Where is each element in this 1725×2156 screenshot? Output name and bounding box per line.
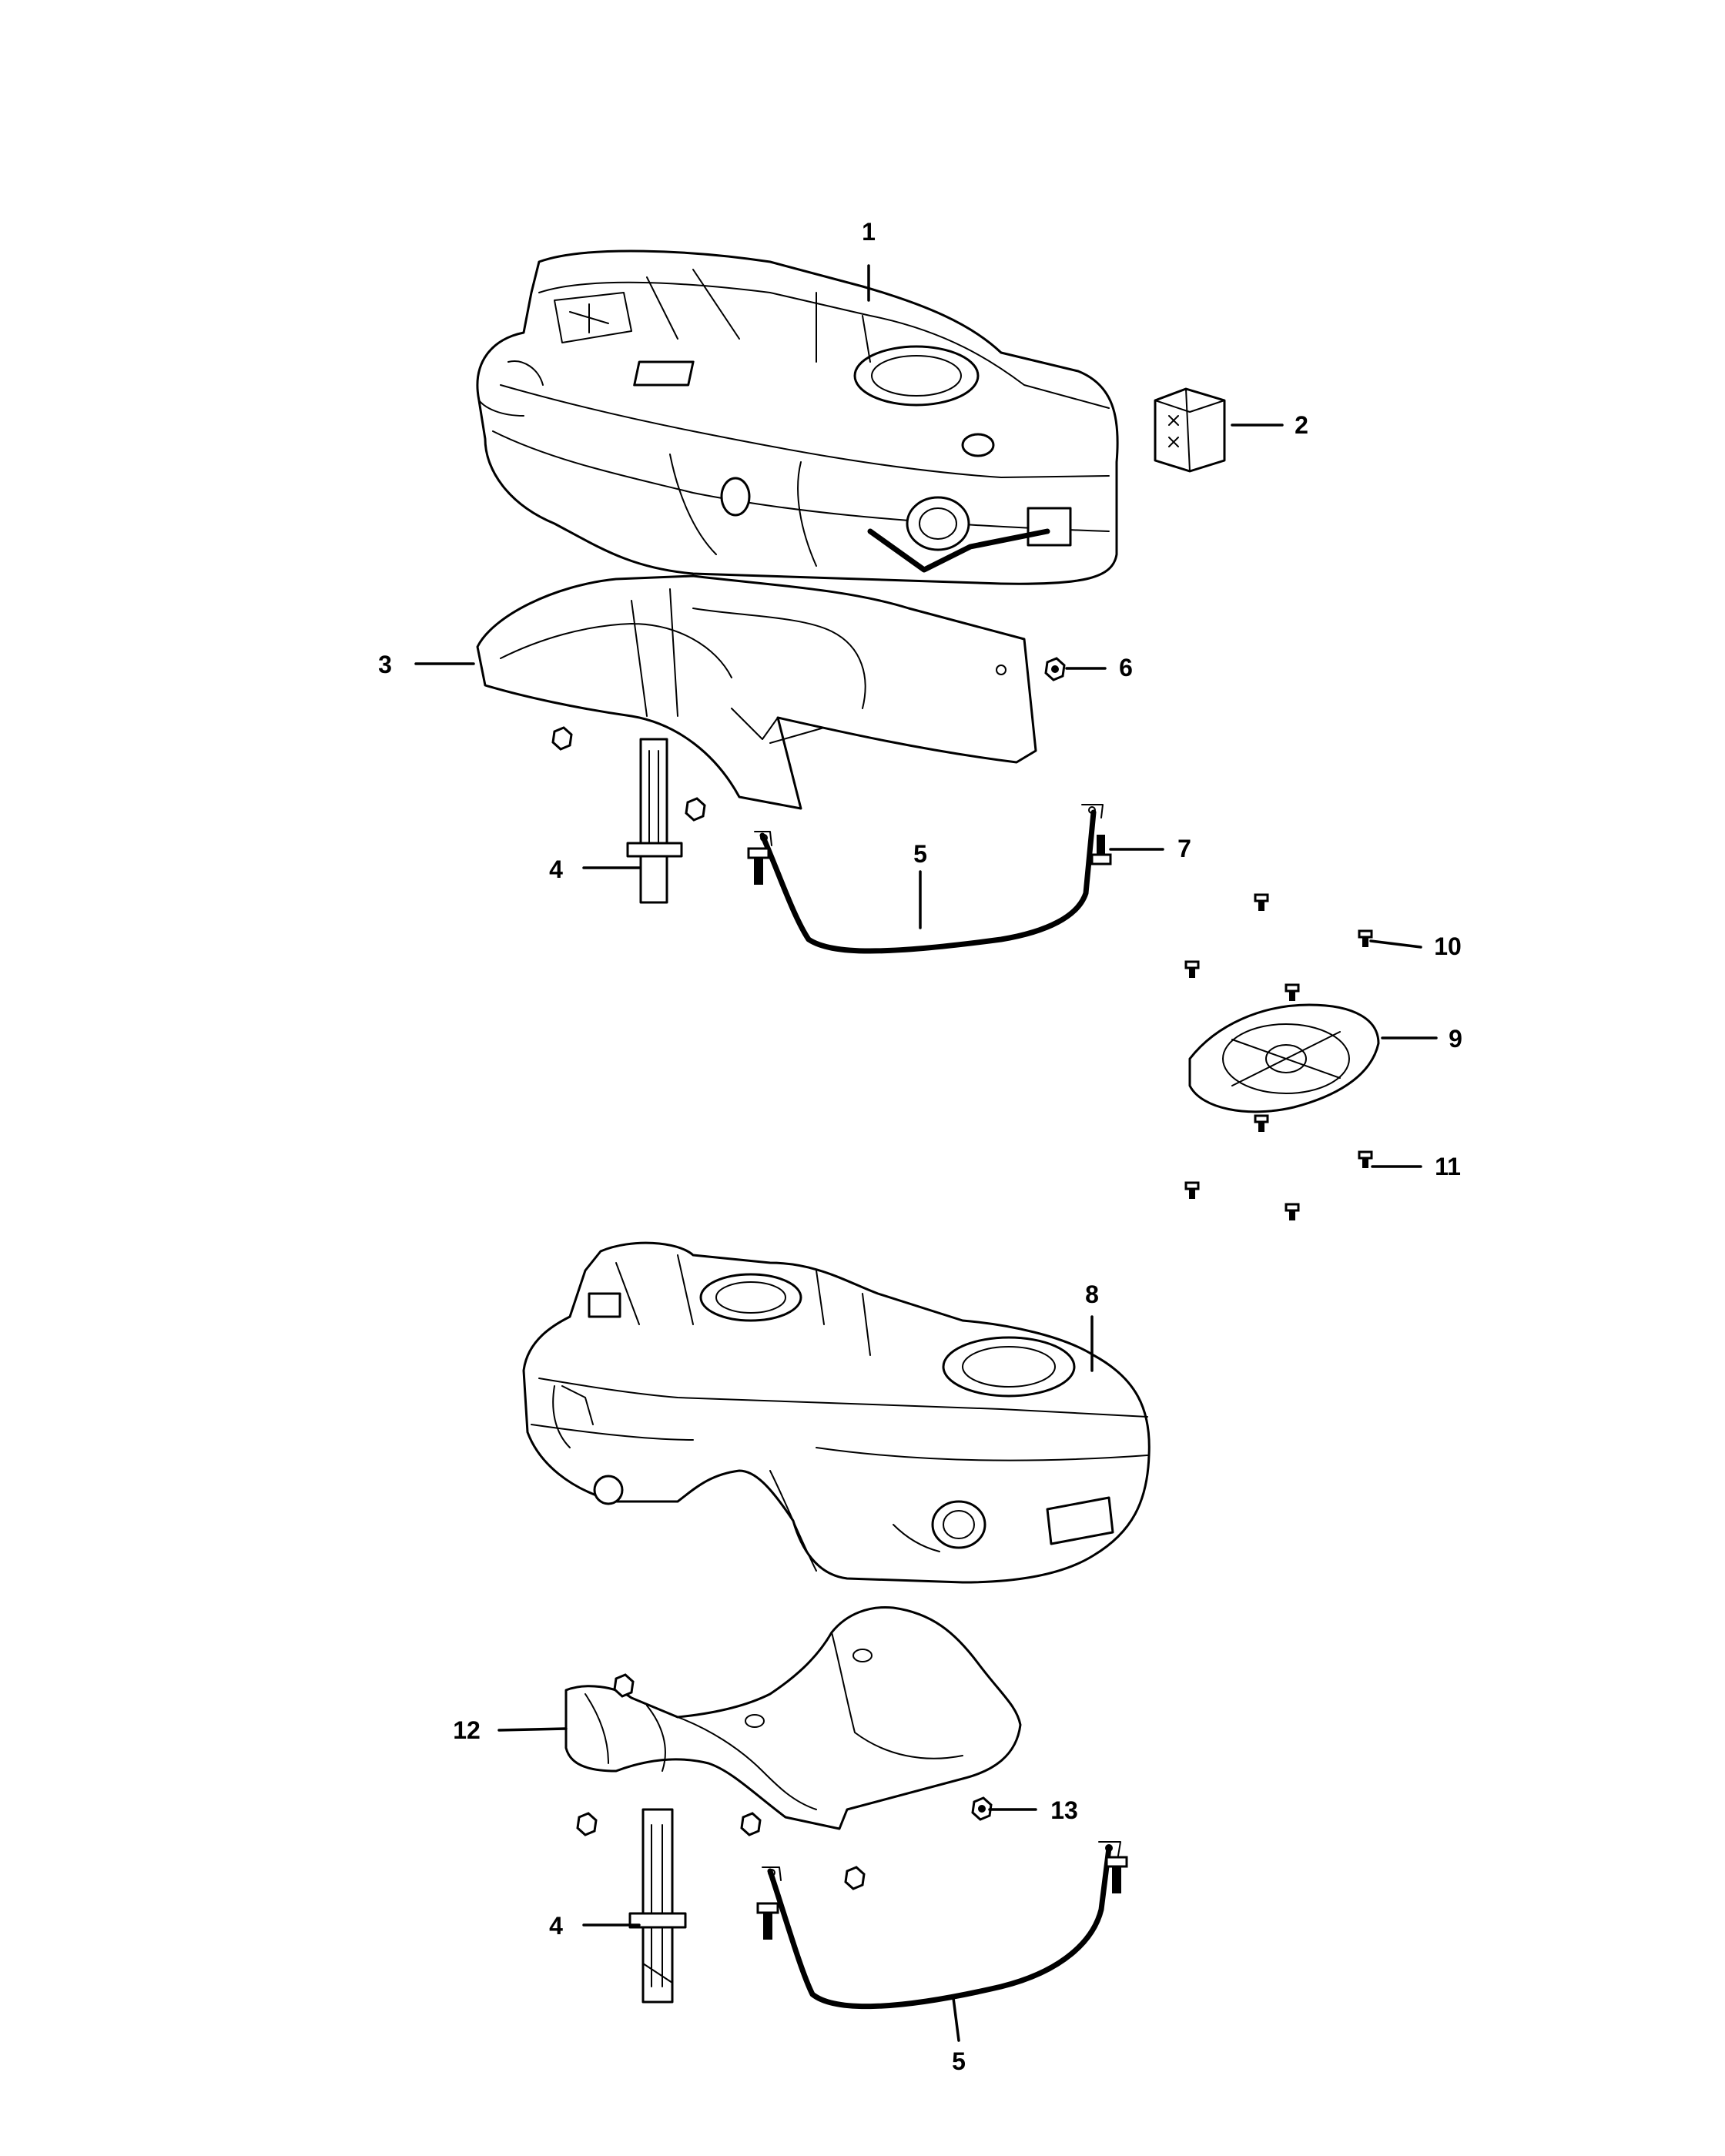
support-upper	[626, 738, 683, 904]
bolt-lower-strap-a	[756, 1902, 779, 1940]
callout-2: 2	[1295, 411, 1308, 439]
callout-7: 7	[1177, 835, 1191, 862]
callout-5-lower: 5	[952, 2047, 966, 2075]
bolt-part-7-a	[747, 847, 770, 885]
screw-part-10-c	[1285, 983, 1300, 1001]
nut-part-13	[971, 1796, 993, 1821]
screw-part-11-a	[1254, 1114, 1269, 1132]
screw-part-10-a	[1254, 893, 1269, 911]
callout-5-upper: 5	[913, 840, 927, 868]
bracket-part-2	[1154, 387, 1226, 473]
fastener-shield-12-d	[844, 1866, 866, 1890]
callout-11: 11	[1435, 1153, 1461, 1180]
callout-4-upper: 4	[549, 855, 563, 883]
callout-10: 10	[1434, 932, 1462, 960]
screw-part-11-d	[1285, 1203, 1300, 1220]
callout-9: 9	[1449, 1025, 1462, 1053]
pump-plate-part-9	[1188, 1003, 1380, 1113]
fuel-tank-upper	[476, 249, 1119, 585]
nut-part-6	[1044, 657, 1066, 681]
screw-part-10-d	[1358, 929, 1373, 947]
callout-1: 1	[862, 218, 876, 246]
strap-upper	[754, 804, 1104, 954]
callout-8: 8	[1085, 1281, 1099, 1308]
fuel-tank-lower	[522, 1241, 1151, 1584]
fastener-shield-12-b	[576, 1812, 598, 1836]
heat-shield-lower	[564, 1605, 1022, 1830]
leader-12	[497, 1727, 568, 1732]
callout-13: 13	[1050, 1796, 1078, 1824]
screw-part-10-b	[1184, 960, 1200, 978]
strap-lower	[762, 1841, 1121, 2010]
fastener-shield-12-a	[613, 1673, 635, 1698]
leader-5b	[952, 1997, 960, 2042]
heat-shield-upper	[476, 574, 1037, 810]
fastener-shield-12-c	[740, 1812, 762, 1836]
callout-12: 12	[453, 1716, 481, 1744]
screw-part-11-b	[1358, 1150, 1373, 1168]
bolt-part-7-b	[1090, 835, 1112, 865]
leader-10	[1369, 939, 1422, 949]
callout-6: 6	[1119, 654, 1133, 681]
bolt-lower-strap-b	[1105, 1856, 1128, 1893]
fastener-shield-3-a	[551, 726, 573, 751]
fastener-shield-3-b	[685, 797, 706, 822]
callout-4-lower: 4	[549, 1912, 563, 1940]
support-lower	[628, 1808, 687, 2004]
callout-3: 3	[378, 651, 392, 678]
screw-part-11-c	[1184, 1181, 1200, 1199]
